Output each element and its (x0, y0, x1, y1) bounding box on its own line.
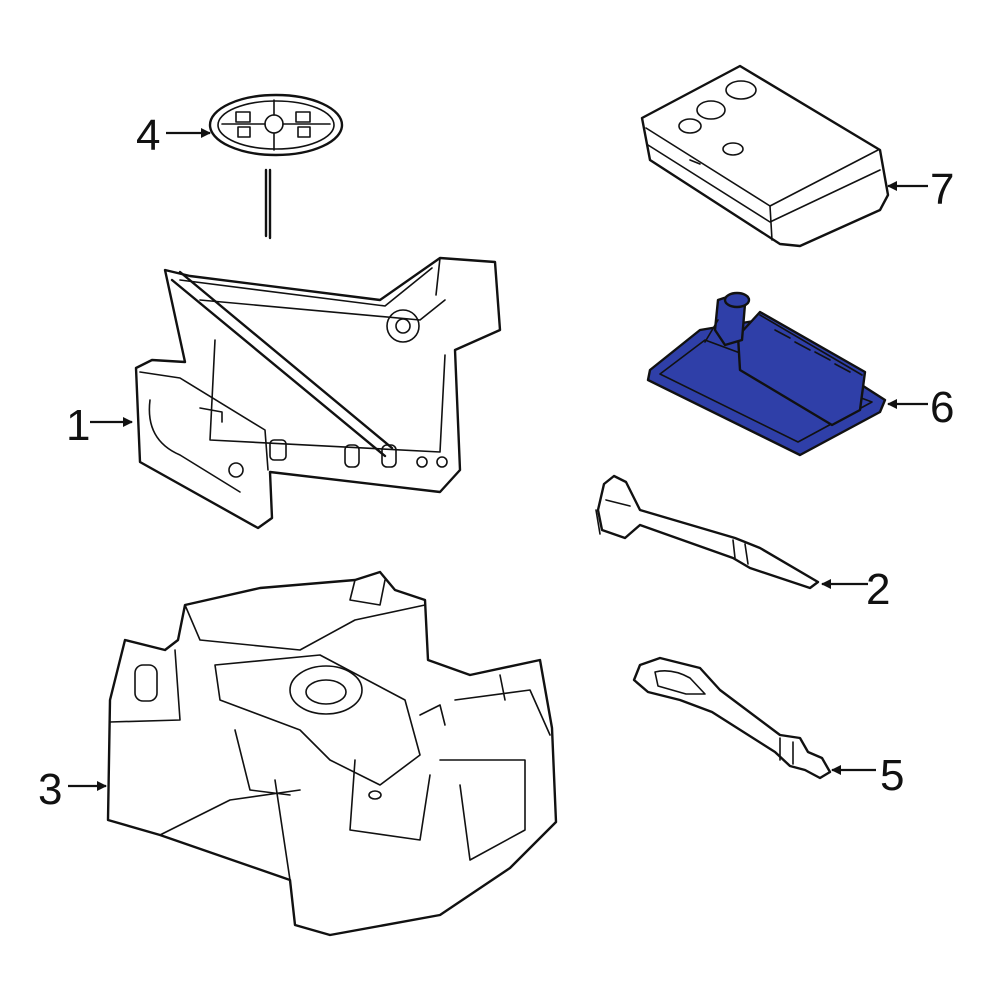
hold-down-bolt-part (208, 93, 344, 240)
callout-3: 3 (38, 765, 62, 814)
inflator-cover-part (640, 64, 890, 248)
callout-4: 4 (136, 111, 160, 160)
callout-5: 5 (880, 751, 904, 800)
inflator-compressor-part (646, 291, 887, 457)
callout-labels: 1 2 3 4 5 6 7 (38, 111, 954, 814)
lug-wrench-part (595, 474, 820, 590)
callout-1: 1 (66, 401, 90, 450)
towing-eye-part (632, 656, 832, 780)
callout-7: 7 (930, 165, 954, 214)
jack-part (134, 256, 502, 530)
callout-2: 2 (866, 565, 890, 614)
tool-tray-part (106, 570, 558, 937)
callout-leaders (68, 128, 928, 791)
callout-6: 6 (930, 383, 954, 432)
